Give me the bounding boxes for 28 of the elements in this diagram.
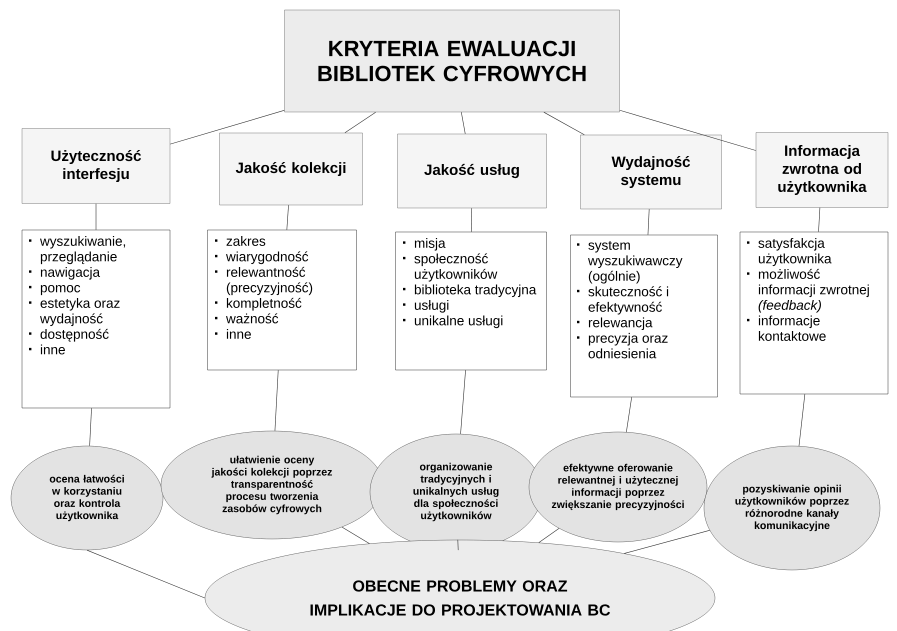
connector-line [544,112,585,136]
connector-line [89,408,92,446]
connector-line [471,208,472,232]
category-box: Użyteczność interfesju [22,128,170,204]
connector-line [619,110,756,151]
connector-line [170,110,285,144]
connector-line [286,204,289,230]
category-box: Informacja zwrotna od użytkownika [756,132,888,208]
connector-line [460,370,466,434]
category-box: Jakość usług [397,134,547,208]
connector-line [538,528,560,543]
list-box: wyszukiwanie, przeglądanie nawigacja pomoc estetyka oraz wydajność dostępność inne [22,230,170,408]
list-box: misja społeczność użytkowników biblioteka tradycyjna usługi unikalne usługi [395,232,547,370]
connector-line [626,396,632,432]
connector-line [344,112,376,134]
list-box: satysfakcja użytkownika możliwość informacji zwrotnej (feedback) informacje kontaktowe [740,232,888,394]
connector-line [648,208,650,236]
connector-line [342,526,370,544]
connector-line [818,207,820,232]
connector-line [274,370,279,432]
list-box: system wyszukiwawczy (ogólnie) skuteczność i efektywność relewancja precyzja oraz odniesienia [570,234,718,398]
title-box: KRYTERIA EWALUACJI BIBLIOTEK CYFROWYCH [284,10,620,112]
list-box: zakres wiarygodność relewantność (precyzyjność) kompletność ważność inne [207,230,357,370]
connector-line [461,112,466,134]
connector-line [798,394,806,446]
category-box: Jakość kolekcji [219,132,363,206]
connector-line [86,550,206,598]
category-box: Wydajność systemu [580,134,722,210]
